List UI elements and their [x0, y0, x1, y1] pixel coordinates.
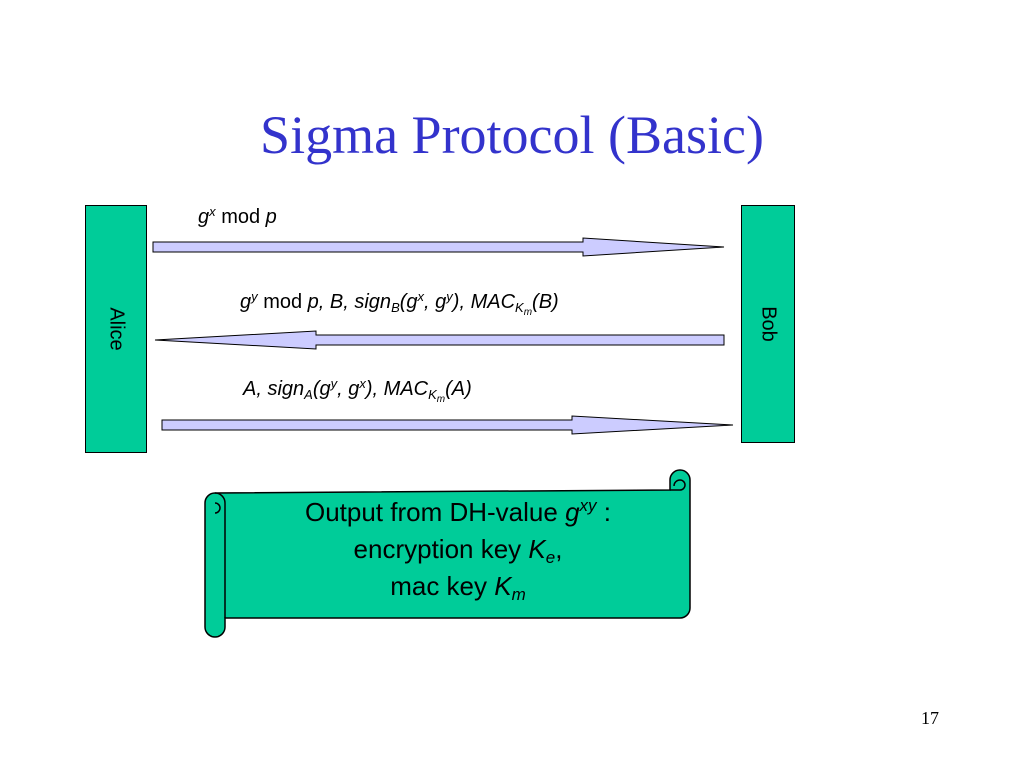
alice-box: Alice: [85, 205, 147, 453]
output-text: Output from DH-value gxy : encryption ke…: [228, 494, 688, 605]
bob-box: Bob: [741, 205, 795, 443]
message-1-label: gx mod p: [198, 204, 277, 228]
output-line-3: mac key Km: [390, 571, 526, 604]
arrow-bob-to-alice: [154, 330, 725, 350]
output-line-2: encryption key Ke,: [353, 534, 563, 567]
output-scroll: [204, 469, 691, 638]
slide-title: Sigma Protocol (Basic): [260, 105, 764, 165]
arrow-alice-to-bob-1: [152, 237, 725, 257]
message-2-label: gy mod p, B, signB(gx, gy), MACKm(B): [240, 289, 559, 318]
output-line-1: Output from DH-value gxy :: [304, 496, 612, 527]
message-3-label: A, signA(gy, gx), MACKm(A): [243, 376, 472, 405]
page-number: 17: [921, 708, 939, 728]
arrow-alice-to-bob-2: [161, 415, 734, 435]
